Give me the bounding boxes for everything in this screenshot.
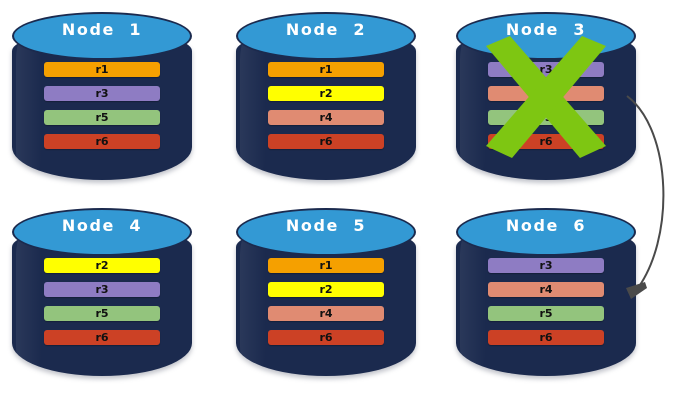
- replica-row[interactable]: r3: [488, 62, 604, 77]
- node-title-label: Node 2: [285, 20, 367, 39]
- replica-row-list: r1 r2 r4 r6: [268, 62, 384, 158]
- replica-row[interactable]: r4: [488, 282, 604, 297]
- replica-row[interactable]: r6: [44, 330, 160, 345]
- node-title-label: Node 1: [61, 20, 143, 39]
- replica-row[interactable]: r6: [488, 134, 604, 149]
- replica-row[interactable]: r6: [268, 134, 384, 149]
- replica-row[interactable]: r4: [268, 110, 384, 125]
- replica-row[interactable]: r1: [268, 62, 384, 77]
- replica-row[interactable]: r4: [488, 86, 604, 101]
- replica-row-list: r3 r4 r5 r6: [488, 62, 604, 158]
- replica-row[interactable]: r5: [488, 110, 604, 125]
- node-title-label: Node 4: [61, 216, 143, 235]
- replica-row[interactable]: r3: [44, 86, 160, 101]
- replica-row[interactable]: r1: [268, 258, 384, 273]
- replica-row-list: r1 r2 r4 r6: [268, 258, 384, 354]
- replica-row[interactable]: r6: [268, 330, 384, 345]
- replica-row[interactable]: r5: [488, 306, 604, 321]
- cylinder-body: [12, 226, 192, 376]
- replica-row[interactable]: r6: [488, 330, 604, 345]
- replica-row[interactable]: r1: [44, 62, 160, 77]
- replica-row-list: r3 r4 r5 r6: [488, 258, 604, 354]
- replica-row[interactable]: r5: [44, 110, 160, 125]
- cylinder-top-ellipse: [12, 12, 192, 60]
- node-cylinder-5[interactable]: Node 5 r1 r2 r4 r6: [236, 204, 416, 380]
- replica-row[interactable]: r2: [268, 282, 384, 297]
- replica-row[interactable]: r2: [268, 86, 384, 101]
- replica-row[interactable]: r5: [44, 306, 160, 321]
- replica-row[interactable]: r2: [44, 258, 160, 273]
- node-cylinder-1[interactable]: Node 1 r1 r3 r5 r6: [12, 8, 192, 184]
- cylinder-top-ellipse: [236, 12, 416, 60]
- replica-row[interactable]: r6: [44, 134, 160, 149]
- replica-row[interactable]: r3: [488, 258, 604, 273]
- node-cylinder-4[interactable]: Node 4 r2 r3 r5 r6: [12, 204, 192, 380]
- node-title-label: Node 5: [285, 216, 367, 235]
- replica-row[interactable]: r3: [44, 282, 160, 297]
- cylinder-top-ellipse: [236, 208, 416, 256]
- replica-row-list: r2 r3 r5 r6: [44, 258, 160, 354]
- replica-row-list: r1 r3 r5 r6: [44, 62, 160, 158]
- node-cylinder-3[interactable]: Node 3 r3 r4 r5 r6: [456, 8, 636, 184]
- node-title-label: Node 3: [505, 20, 587, 39]
- replica-row[interactable]: r4: [268, 306, 384, 321]
- node-cylinder-2[interactable]: Node 2 r1 r2 r4 r6: [236, 8, 416, 184]
- node-title-label: Node 6: [505, 216, 587, 235]
- node-cylinder-6[interactable]: Node 6 r3 r4 r5 r6: [456, 204, 636, 380]
- cylinder-top-ellipse: [12, 208, 192, 256]
